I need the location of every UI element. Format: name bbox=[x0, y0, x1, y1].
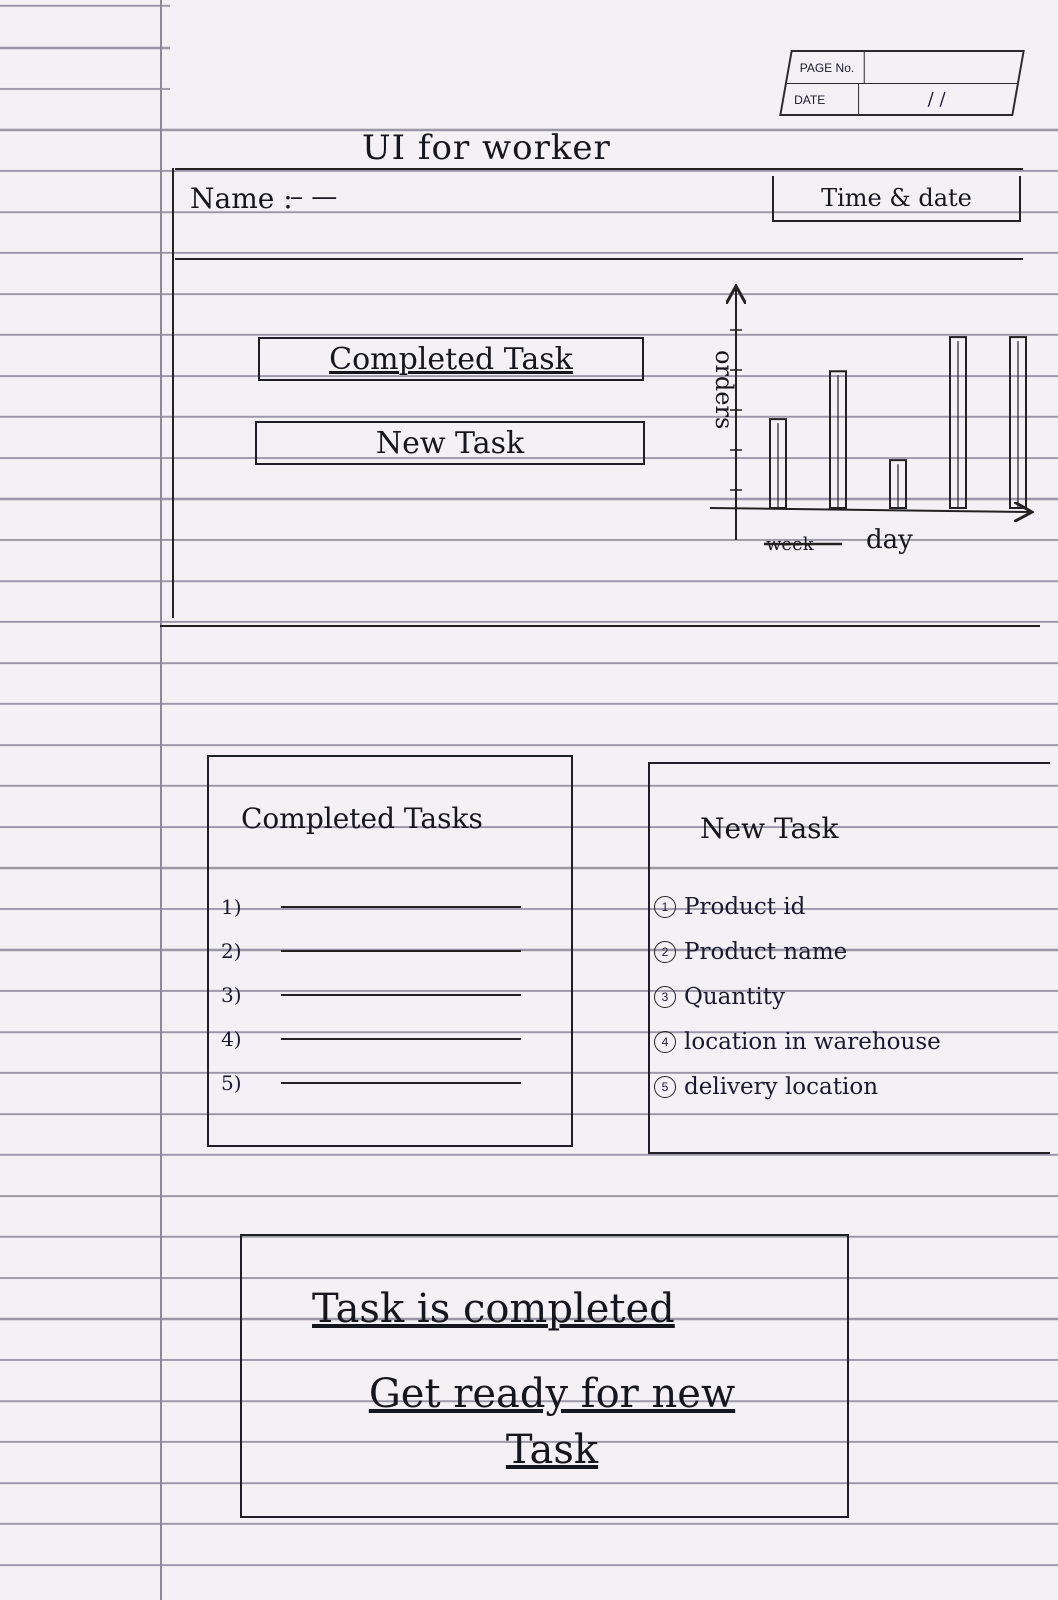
header-divider bbox=[175, 258, 1023, 260]
new-task-field-product-name: 2 Product name bbox=[654, 929, 1050, 974]
placeholder-line bbox=[281, 906, 521, 908]
chart-x-axis bbox=[709, 508, 1030, 512]
list-item[interactable]: 1) bbox=[221, 885, 551, 929]
page-no-label: PAGE No. bbox=[789, 52, 865, 83]
date-value: / / bbox=[927, 89, 946, 110]
date-label: DATE bbox=[784, 84, 860, 115]
completed-tasks-list: 1) 2) 3) 4) 5) bbox=[221, 885, 551, 1105]
new-task-field-product-id: 1 Product id bbox=[654, 884, 1050, 929]
list-item-number: 4) bbox=[221, 1027, 242, 1051]
field-number: 3 bbox=[654, 985, 676, 1008]
name-value: – — bbox=[290, 182, 338, 212]
new-task-fields: 1 Product id 2 Product name 3 Quantity 4 loc… bbox=[654, 884, 1050, 1109]
field-number: 4 bbox=[654, 1030, 676, 1053]
completed-tasks-panel: Completed Tasks 1) 2) 3) 4) 5) bbox=[207, 755, 573, 1147]
list-item-number: 5) bbox=[221, 1071, 242, 1095]
field-label: Product name bbox=[684, 938, 848, 965]
list-item-number: 1) bbox=[221, 895, 242, 919]
list-item[interactable]: 4) bbox=[221, 1017, 551, 1061]
chart-x-label: day bbox=[866, 525, 913, 555]
new-task-panel: New Task 1 Product id 2 Product name 3 Quan… bbox=[648, 762, 1050, 1154]
placeholder-line bbox=[281, 950, 521, 952]
orders-per-day-chart: orders week day bbox=[709, 280, 1040, 555]
margin-line bbox=[160, 0, 162, 1600]
top-section-divider bbox=[160, 625, 1040, 627]
page-title: UI for worker bbox=[362, 128, 611, 168]
task-completed-text: Task is completed bbox=[312, 1286, 675, 1332]
chart-y-label: orders bbox=[710, 350, 738, 429]
list-item-number: 2) bbox=[221, 939, 242, 963]
new-task-field-quantity: 3 Quantity bbox=[654, 974, 1050, 1019]
page-number-box: PAGE No. DATE / / bbox=[779, 50, 1025, 116]
completed-task-button[interactable]: Completed Task bbox=[258, 337, 644, 381]
new-task-field-delivery: 5 delivery location bbox=[654, 1064, 1050, 1109]
new-task-heading: New Task bbox=[700, 812, 839, 845]
new-task-field-location: 4 location in warehouse bbox=[654, 1019, 1050, 1064]
field-number: 5 bbox=[654, 1075, 676, 1098]
placeholder-line bbox=[281, 1082, 521, 1084]
time-date-display: Time & date bbox=[772, 176, 1021, 222]
header-bar bbox=[175, 168, 1023, 230]
new-task-button[interactable]: New Task bbox=[255, 421, 645, 465]
wireframe-left-border bbox=[172, 168, 174, 618]
chart-y-ticks bbox=[730, 329, 742, 491]
field-label: location in warehouse bbox=[684, 1028, 941, 1055]
list-item-number: 3) bbox=[221, 983, 242, 1007]
field-label: Quantity bbox=[684, 983, 786, 1010]
get-ready-text: Get ready for new Task bbox=[368, 1371, 736, 1473]
chart-x-label-group: week day bbox=[764, 525, 913, 555]
completed-tasks-heading: Completed Tasks bbox=[241, 802, 483, 835]
list-item[interactable]: 3) bbox=[221, 973, 551, 1017]
placeholder-line bbox=[281, 994, 521, 996]
placeholder-line bbox=[281, 1038, 521, 1040]
field-label: Product id bbox=[684, 893, 806, 920]
list-item[interactable]: 2) bbox=[221, 929, 551, 973]
field-number: 1 bbox=[654, 895, 676, 918]
list-item[interactable]: 5) bbox=[221, 1061, 551, 1105]
field-number: 2 bbox=[654, 940, 676, 963]
chart-bars bbox=[769, 336, 1027, 510]
name-label: Name : bbox=[190, 182, 293, 215]
field-label: delivery location bbox=[684, 1073, 879, 1100]
task-completed-message-box: Task is completed Get ready for new Task bbox=[240, 1234, 849, 1518]
